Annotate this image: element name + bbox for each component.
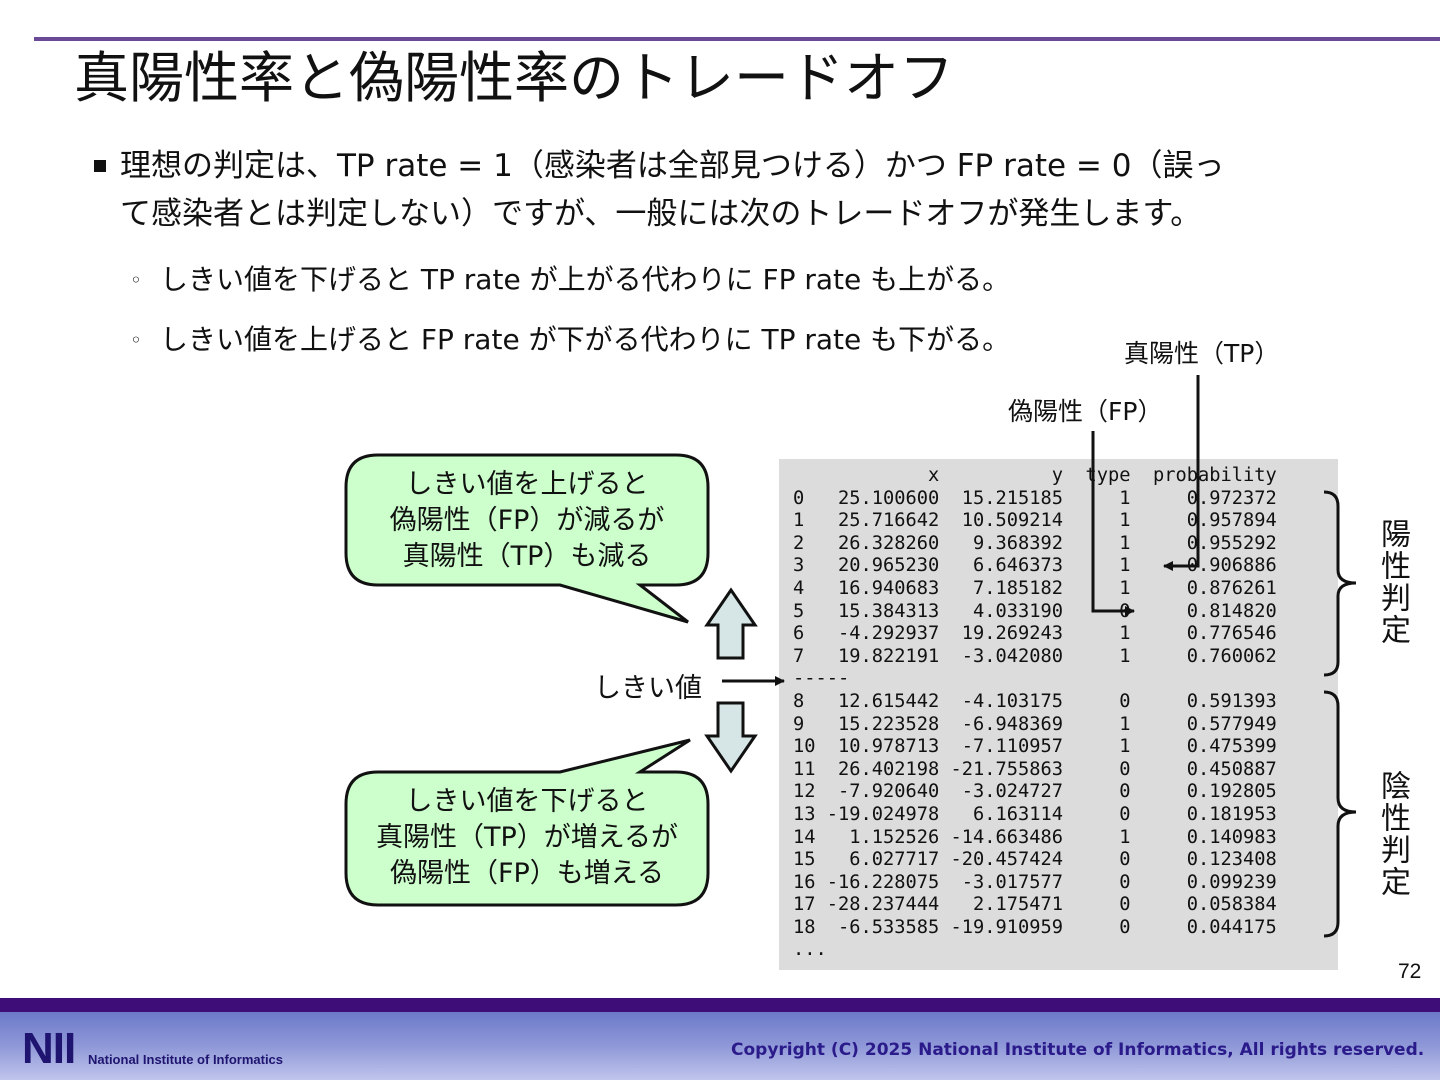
table-row: 1 25.716642 10.509214 1 0.957894: [793, 510, 1277, 532]
prediction-table-text: x y type probability 0 25.100600 15.2151…: [793, 465, 1277, 962]
speech-bubble-down: [344, 738, 710, 907]
bubble-down-text: しきい値を下げると 真陽性（TP）が増えるが 偽陽性（FP）も増える: [346, 784, 708, 892]
threshold-separator: -----: [793, 668, 850, 690]
sub-bullet-text: しきい値を上げると FP rate が下がる代わりに TP rate も下がる。: [160, 323, 1011, 356]
bubble-up-line: 偽陽性（FP）が減るが: [389, 505, 665, 536]
nii-logo-subtitle: National Institute of Informatics: [88, 1052, 284, 1067]
threshold-label: しきい値: [594, 673, 702, 704]
bullet-main-line2: て感染者とは判定しない）ですが、一般には次のトレードオフが発生します。: [120, 196, 1202, 232]
bubble-up-text: しきい値を上げると 偽陽性（FP）が減るが 真陽性（TP）も減る: [346, 467, 708, 575]
down-arrow-icon: [704, 701, 758, 774]
negative-brace-icon: [1323, 690, 1357, 938]
table-row: 0 25.100600 15.215185 1 0.972372: [793, 487, 1277, 509]
footer: [0, 1012, 1440, 1080]
prediction-table: [779, 459, 1338, 970]
label-false-positive: 偽陽性（FP）: [1008, 397, 1163, 426]
table-row: 5 15.384313 4.033190 0 0.814820: [793, 600, 1277, 622]
page-number: 72: [1398, 960, 1422, 983]
bubble-down-line: 偽陽性（FP）も増える: [389, 858, 664, 889]
bubble-up-line: しきい値を上げると: [405, 469, 649, 500]
bubble-down-line: しきい値を下げると: [405, 786, 649, 817]
table-row: 18 -6.533585 -19.910959 0 0.044175: [793, 916, 1277, 938]
table-row: 8 12.615442 -4.103175 0 0.591393: [793, 690, 1277, 712]
table-row: 7 19.822191 -3.042080 1 0.760062: [793, 645, 1277, 667]
table-row: 10 10.978713 -7.110957 1 0.475399: [793, 736, 1277, 758]
bullet-list: 理想の判定は、TP rate = 1（感染者は全部見つける）かつ FP rate…: [94, 142, 1394, 360]
circle-bullet-icon: ◦: [130, 328, 142, 352]
nii-logo: NII: [22, 1024, 76, 1073]
label-true-positive: 真陽性（TP）: [1124, 339, 1280, 368]
positive-judgement-label: 陽性判定: [1375, 518, 1410, 646]
table-row: 2 26.328260 9.368392 1 0.955292: [793, 532, 1277, 554]
table-ellipsis: ...: [793, 939, 827, 961]
up-arrow-icon: [704, 587, 758, 660]
table-row: 11 26.402198 -21.755863 0 0.450887: [793, 758, 1277, 780]
table-row: 14 1.152526 -14.663486 1 0.140983: [793, 826, 1277, 848]
negative-judgement-label: 陰性判定: [1375, 770, 1410, 898]
copyright-notice: Copyright (C) 2025 National Institute of…: [731, 1040, 1425, 1060]
table-row: 6 -4.292937 19.269243 1 0.776546: [793, 623, 1277, 645]
table-header: x y type probability: [793, 465, 1277, 486]
sub-bullet-1: ◦ しきい値を下げると TP rate が上がる代わりに FP rate も上が…: [94, 260, 1394, 300]
table-row: 3 20.965230 6.646373 1 0.906886: [793, 555, 1277, 577]
footer-band: [0, 998, 1440, 1012]
bubble-down-line: 真陽性（TP）が増えるが: [376, 822, 678, 853]
sub-bullet-text: しきい値を下げると TP rate が上がる代わりに FP rate も上がる。: [160, 263, 1011, 296]
table-row: 4 16.940683 7.185182 1 0.876261: [793, 577, 1277, 599]
table-row: 13 -19.024978 6.163114 0 0.181953: [793, 803, 1277, 825]
fp-connector-arrow-icon: [1091, 431, 1135, 616]
speech-bubble-up: [344, 453, 710, 624]
square-bullet-icon: [94, 160, 106, 172]
table-row: 16 -16.228075 -3.017577 0 0.099239: [793, 871, 1277, 893]
title-rule: [34, 37, 1440, 41]
tp-connector-arrow-icon: [1163, 375, 1200, 571]
table-row: 12 -7.920640 -3.024727 0 0.192805: [793, 781, 1277, 803]
table-row: 17 -28.237444 2.175471 0 0.058384: [793, 894, 1277, 916]
sub-bullet-2: ◦ しきい値を上げると FP rate が下がる代わりに TP rate も下が…: [94, 320, 1394, 360]
slide-title: 真陽性率と偽陽性率のトレードオフ: [74, 46, 955, 110]
bullet-main: 理想の判定は、TP rate = 1（感染者は全部見つける）かつ FP rate…: [94, 142, 1394, 238]
table-row: 15 6.027717 -20.457424 0 0.123408: [793, 849, 1277, 871]
circle-bullet-icon: ◦: [130, 268, 142, 292]
table-row: 9 15.223528 -6.948369 1 0.577949: [793, 713, 1277, 735]
positive-brace-icon: [1323, 490, 1357, 677]
bullet-main-line1: 理想の判定は、TP rate = 1（感染者は全部見つける）かつ FP rate…: [120, 148, 1225, 184]
bubble-up-line: 真陽性（TP）も減る: [402, 541, 652, 572]
